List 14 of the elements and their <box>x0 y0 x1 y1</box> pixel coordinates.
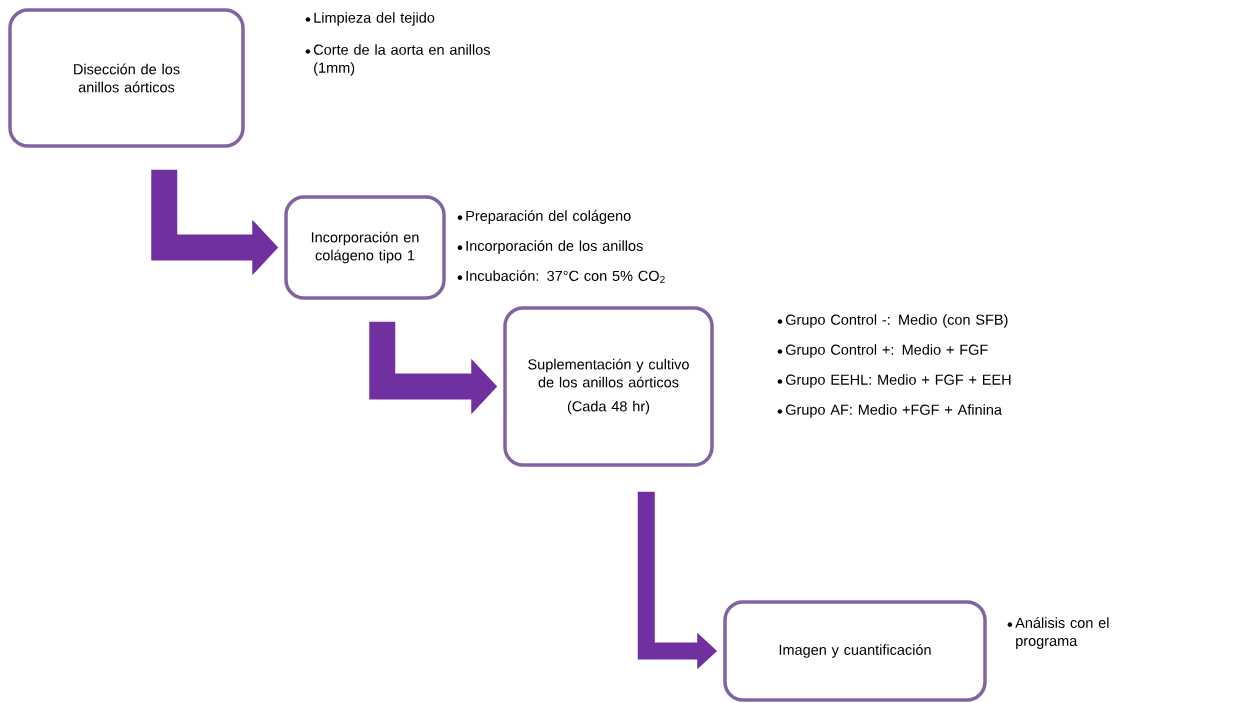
process-box: Incorporación en colágeno tipo 1 <box>284 195 446 300</box>
bullet-item: Grupo AF: Medio +FGF + Afinina <box>777 404 1002 418</box>
bullet-item: Limpieza del tejido <box>305 12 435 26</box>
process-box: Suplementación y cultivo de los anillos aórticos (Cada 48 hr) <box>503 306 714 467</box>
bullet-item: Incorporación de los anillos <box>457 240 643 254</box>
process-box: Disección de los anillos aórticos <box>8 8 245 148</box>
bullet-item: Grupo Control -: Medio (con SFB) <box>777 314 1008 328</box>
process-box: Imagen y cuantificación <box>723 600 987 702</box>
bullet-item: Grupo Control +: Medio + FGF <box>777 344 988 358</box>
bullet-item: Preparación del colágeno <box>457 210 631 224</box>
bullet-item: Análisis con el programa <box>1007 617 1109 649</box>
bullet-item: Corte de la aorta en anillos (1mm) <box>305 44 490 76</box>
bullet-item: Grupo EEHL: Medio + FGF + EEH <box>777 374 1011 388</box>
bullet-item: Incubación: 37°C con 5% CO$_{2}$ <box>457 270 665 284</box>
